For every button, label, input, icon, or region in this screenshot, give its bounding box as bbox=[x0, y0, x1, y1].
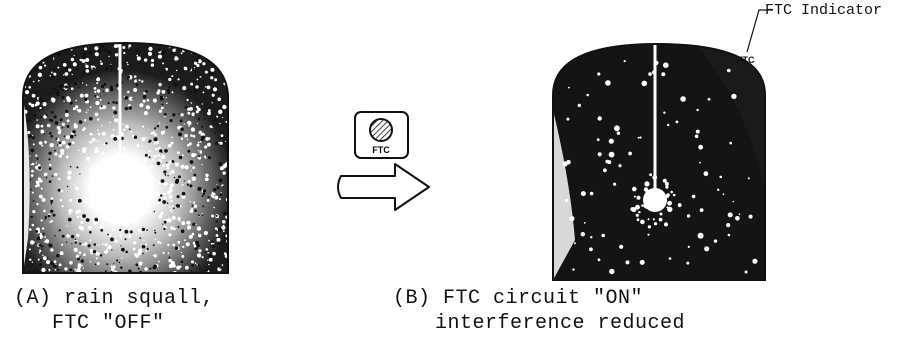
ftc-key-icon: FTC bbox=[354, 111, 409, 159]
ftc-indicator-text: FTC bbox=[737, 55, 755, 65]
indicator-leader-line bbox=[746, 9, 773, 53]
caption-a-line2: FTC "OFF" bbox=[52, 312, 165, 335]
caption-b-line2: interference reduced bbox=[435, 312, 686, 335]
scope-display-ftc-off bbox=[22, 41, 229, 274]
ftc-key-label: FTC bbox=[372, 145, 390, 155]
caption-b-line1: (B) FTC circuit "ON" bbox=[393, 287, 644, 310]
ftc-indicator-label: FTC Indicator bbox=[765, 2, 883, 19]
scope-display-ftc-on bbox=[552, 42, 766, 281]
right-arrow-icon bbox=[337, 163, 430, 211]
caption-a-line1: (A) rain squall, bbox=[14, 287, 215, 310]
